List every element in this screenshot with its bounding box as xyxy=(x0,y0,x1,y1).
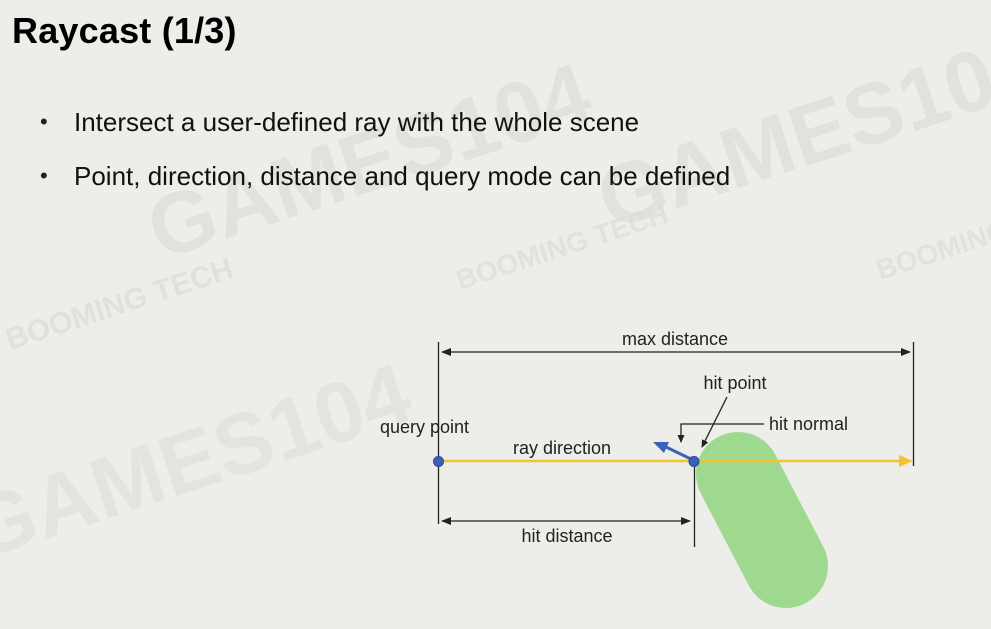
hit-normal-leader xyxy=(677,423,764,443)
ray-arrowhead-icon xyxy=(899,455,913,467)
hit-point-label: hit point xyxy=(703,373,766,393)
hit-point-marker xyxy=(688,456,700,467)
slide-title: Raycast (1/3) xyxy=(12,10,237,51)
hit-normal-label: hit normal xyxy=(769,414,848,434)
bullet-item: • Intersect a user-defined ray with the … xyxy=(40,95,730,149)
bullet-item: • Point, direction, distance and query m… xyxy=(40,149,730,203)
hit-distance-label: hit distance xyxy=(521,526,612,546)
collider-capsule xyxy=(696,432,828,608)
normal-arrowhead-icon xyxy=(653,442,669,453)
bullet-text: Point, direction, distance and query mod… xyxy=(74,161,731,191)
ray-direction-label: ray direction xyxy=(513,438,611,458)
max-distance-label: max distance xyxy=(622,329,728,349)
query-point-label: query point xyxy=(380,417,469,437)
hit-normal-arrow xyxy=(665,445,694,462)
bullet-list: • Intersect a user-defined ray with the … xyxy=(40,95,730,203)
bullet-icon: • xyxy=(40,109,48,134)
query-point-marker xyxy=(433,456,444,467)
bullet-icon: • xyxy=(40,163,48,188)
hit-point-leader xyxy=(701,396,728,448)
bullet-text: Intersect a user-defined ray with the wh… xyxy=(74,107,640,137)
